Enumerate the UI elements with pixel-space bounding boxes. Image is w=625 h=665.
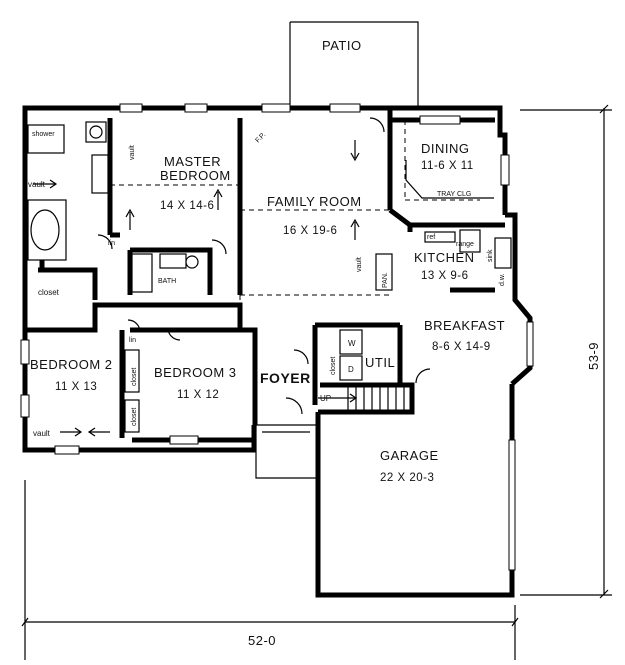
bedroom3-size: 11 X 12 — [177, 389, 219, 401]
refrigerator-label: ref — [427, 234, 435, 241]
arrows — [33, 140, 360, 437]
dining-tray-ceiling: TRAY CLG — [437, 191, 471, 198]
garage-size: 22 X 20-3 — [380, 472, 434, 484]
pantry-label: PAN. — [382, 272, 389, 288]
kitchen-label: KITCHEN — [414, 250, 475, 265]
sink-label: sink — [487, 249, 494, 262]
family-room-size: 16 X 19-6 — [283, 225, 337, 237]
util-label: UTIL — [365, 355, 395, 370]
breakfast-size: 8-6 X 14-9 — [432, 341, 491, 353]
doors — [97, 117, 431, 415]
dimension-lines — [21, 104, 612, 660]
depth-dimension: 53-9 — [586, 342, 601, 370]
vault-label-master: vault — [129, 145, 136, 160]
closet-label-bedroom2: closet — [131, 408, 138, 426]
dryer-label: D — [348, 365, 354, 374]
patio-outline — [289, 21, 419, 108]
linen-label-bath: lin — [108, 240, 115, 247]
vault-label-family: vault — [356, 257, 363, 272]
kitchen-size: 13 X 9-6 — [421, 270, 468, 282]
dining-size: 11-6 X 11 — [421, 160, 474, 172]
bedroom3-label: BEDROOM 3 — [154, 365, 237, 380]
garage-label: GARAGE — [380, 448, 439, 463]
patio-label: PATIO — [322, 38, 362, 53]
fixtures — [27, 121, 512, 433]
fireplace-label: F.P. — [254, 132, 267, 145]
master-bedroom-label-line2: BEDROOM — [160, 168, 231, 183]
dashed-lines — [110, 120, 480, 330]
dining-label: DINING — [421, 141, 470, 156]
shower-label: shower — [32, 131, 55, 138]
porch — [255, 424, 318, 479]
closet-label-bedroom3: closet — [131, 368, 138, 386]
closet-label: closet — [38, 288, 60, 297]
breakfast-label: BREAKFAST — [424, 318, 505, 333]
vault-label-bedroom2: vault — [33, 429, 51, 438]
windows — [20, 103, 534, 571]
family-room-label: FAMILY ROOM — [267, 194, 362, 209]
master-bedroom-size: 14 X 14-6 — [160, 200, 214, 212]
stairs — [318, 386, 405, 410]
dishwasher-label: d.w. — [499, 273, 506, 286]
bedroom2-size: 11 X 13 — [55, 381, 97, 393]
foyer-label: FOYER — [260, 370, 311, 386]
range-label: range — [456, 241, 474, 248]
stairs-up-label: UP — [320, 394, 331, 403]
washer-label: W — [348, 339, 356, 348]
master-bedroom-label-line1: MASTER — [164, 154, 221, 169]
vault-label-master-bath: vault — [28, 180, 46, 189]
closet-label-util: closet — [330, 357, 337, 375]
bath-label: BATH — [158, 278, 176, 285]
linen-label-hall: lin — [129, 337, 136, 344]
width-dimension: 52-0 — [248, 633, 276, 648]
bedroom2-label: BEDROOM 2 — [30, 357, 113, 372]
